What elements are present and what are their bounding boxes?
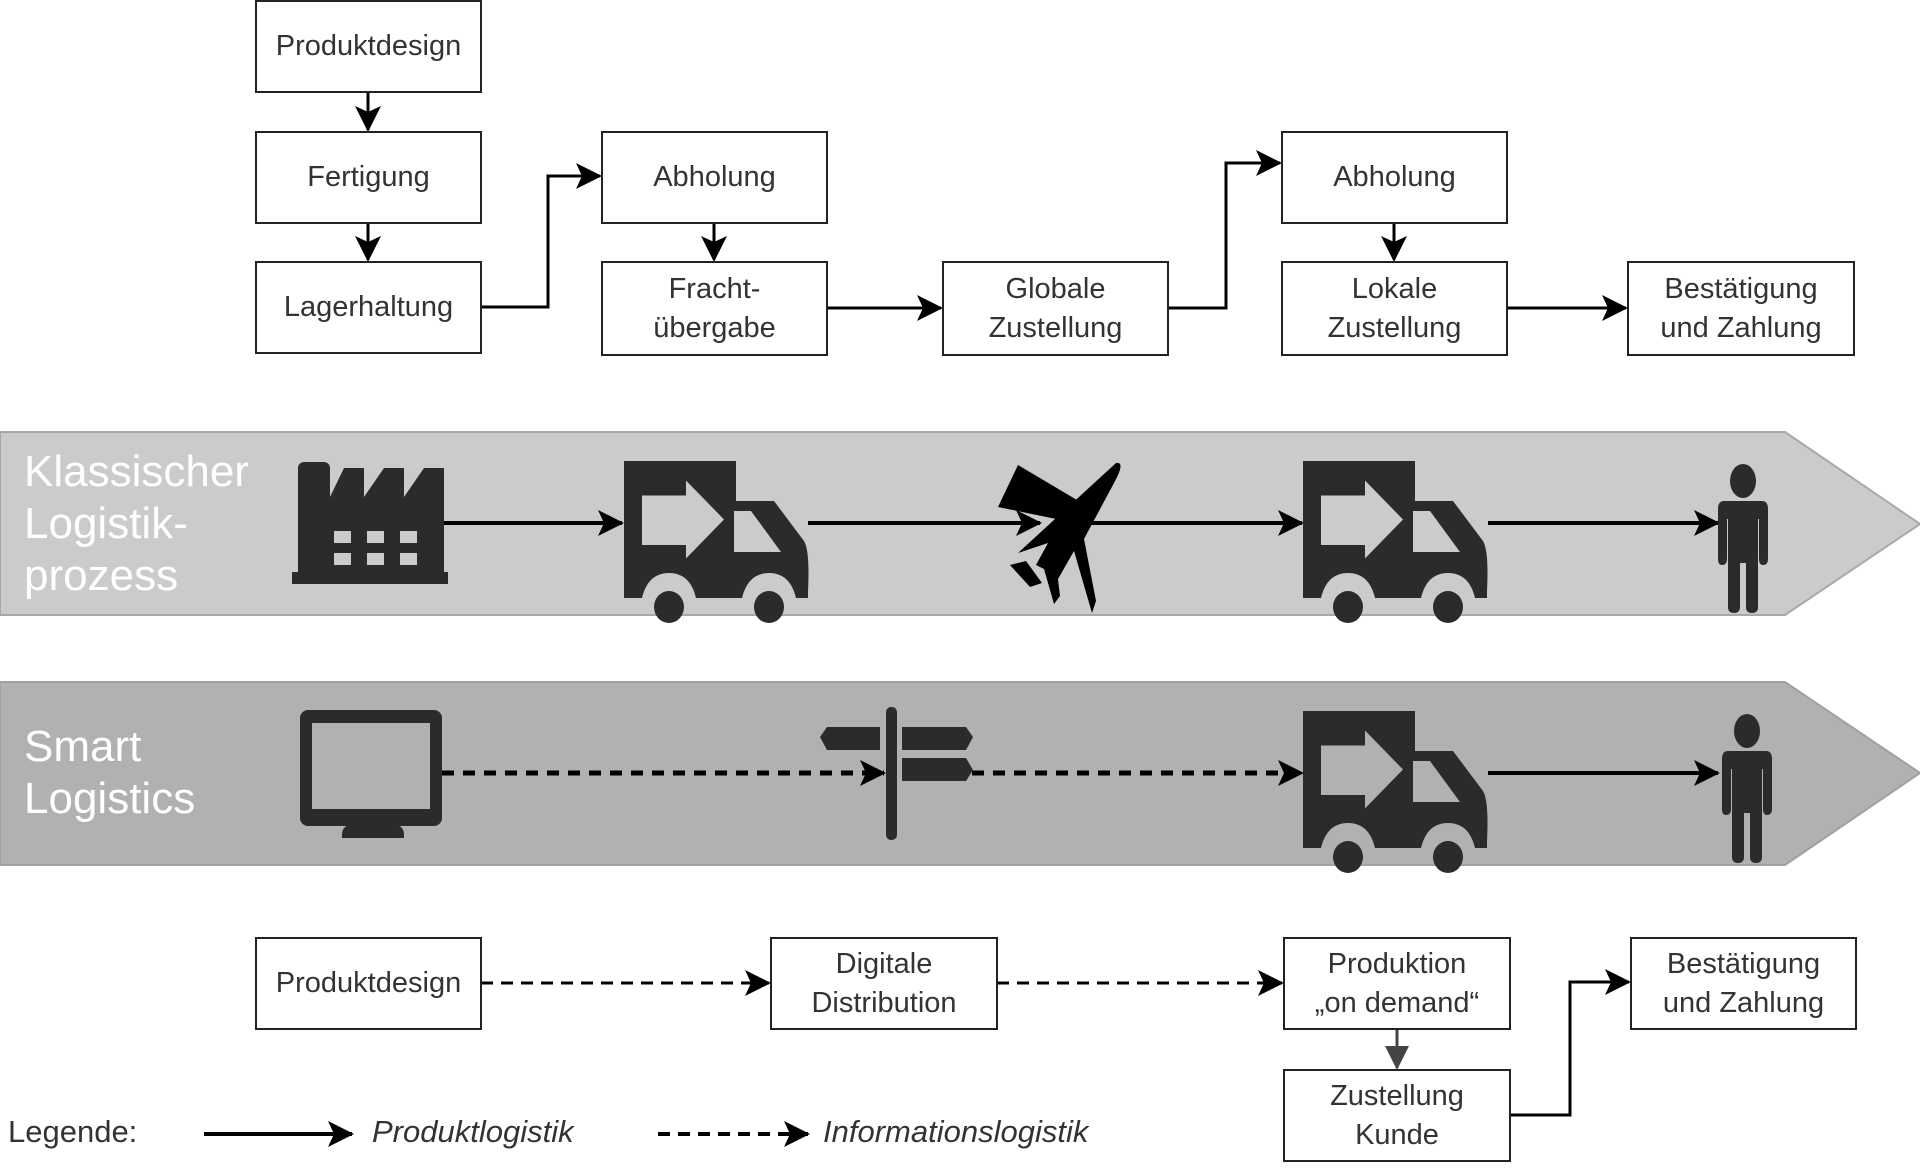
- delivery-truck-icon: [1303, 711, 1488, 873]
- box-lokale-zustellung: Lokale Zustellung: [1281, 261, 1508, 356]
- arrow-globale-abholung: [1168, 150, 1282, 310]
- box-fertigung: Fertigung: [255, 131, 482, 224]
- box-digitale-distribution: Digitale Distribution: [770, 937, 998, 1030]
- band-label-classic: Klassischer Logistik- prozess: [24, 447, 249, 600]
- legend-title: Legende:: [8, 1114, 138, 1149]
- box-bestaetigung-zahlung: Bestätigung und Zahlung: [1627, 261, 1855, 356]
- box-abholung: Abholung: [601, 131, 828, 224]
- box-lagerhaltung: Lagerhaltung: [255, 261, 482, 354]
- box-zustellung-kunde: Zustellung Kunde: [1283, 1069, 1511, 1162]
- signpost-icon: [820, 707, 973, 840]
- legend-information-logistics: Informationslogistik: [823, 1114, 1089, 1149]
- box-produktdesign: Produktdesign: [255, 0, 482, 93]
- arrow-lagerhaltung-abholung: [481, 163, 602, 309]
- box-frachtuebergabe: Fracht- übergabe: [601, 261, 828, 356]
- arrow-zustellung-bestaetigung: [1510, 969, 1631, 1117]
- box-globale-zustellung: Globale Zustellung: [942, 261, 1169, 356]
- band-label-smart: Smart Logistics: [24, 722, 196, 823]
- person-icon: [1718, 464, 1768, 613]
- box-bestaetigung-zahlung-smart: Bestätigung und Zahlung: [1630, 937, 1857, 1030]
- legend-product-logistics: Produktlogistik: [372, 1114, 574, 1149]
- factory-icon: [292, 462, 448, 584]
- box-produktion-on-demand: Produktion „on demand“: [1283, 937, 1511, 1030]
- box-abholung-2: Abholung: [1281, 131, 1508, 224]
- delivery-truck-icon: [624, 461, 809, 623]
- delivery-truck-icon: [1303, 461, 1488, 623]
- monitor-icon: [300, 710, 442, 838]
- person-icon: [1722, 714, 1772, 863]
- box-produktdesign-smart: Produktdesign: [255, 937, 482, 1030]
- airplane-icon: [998, 462, 1121, 613]
